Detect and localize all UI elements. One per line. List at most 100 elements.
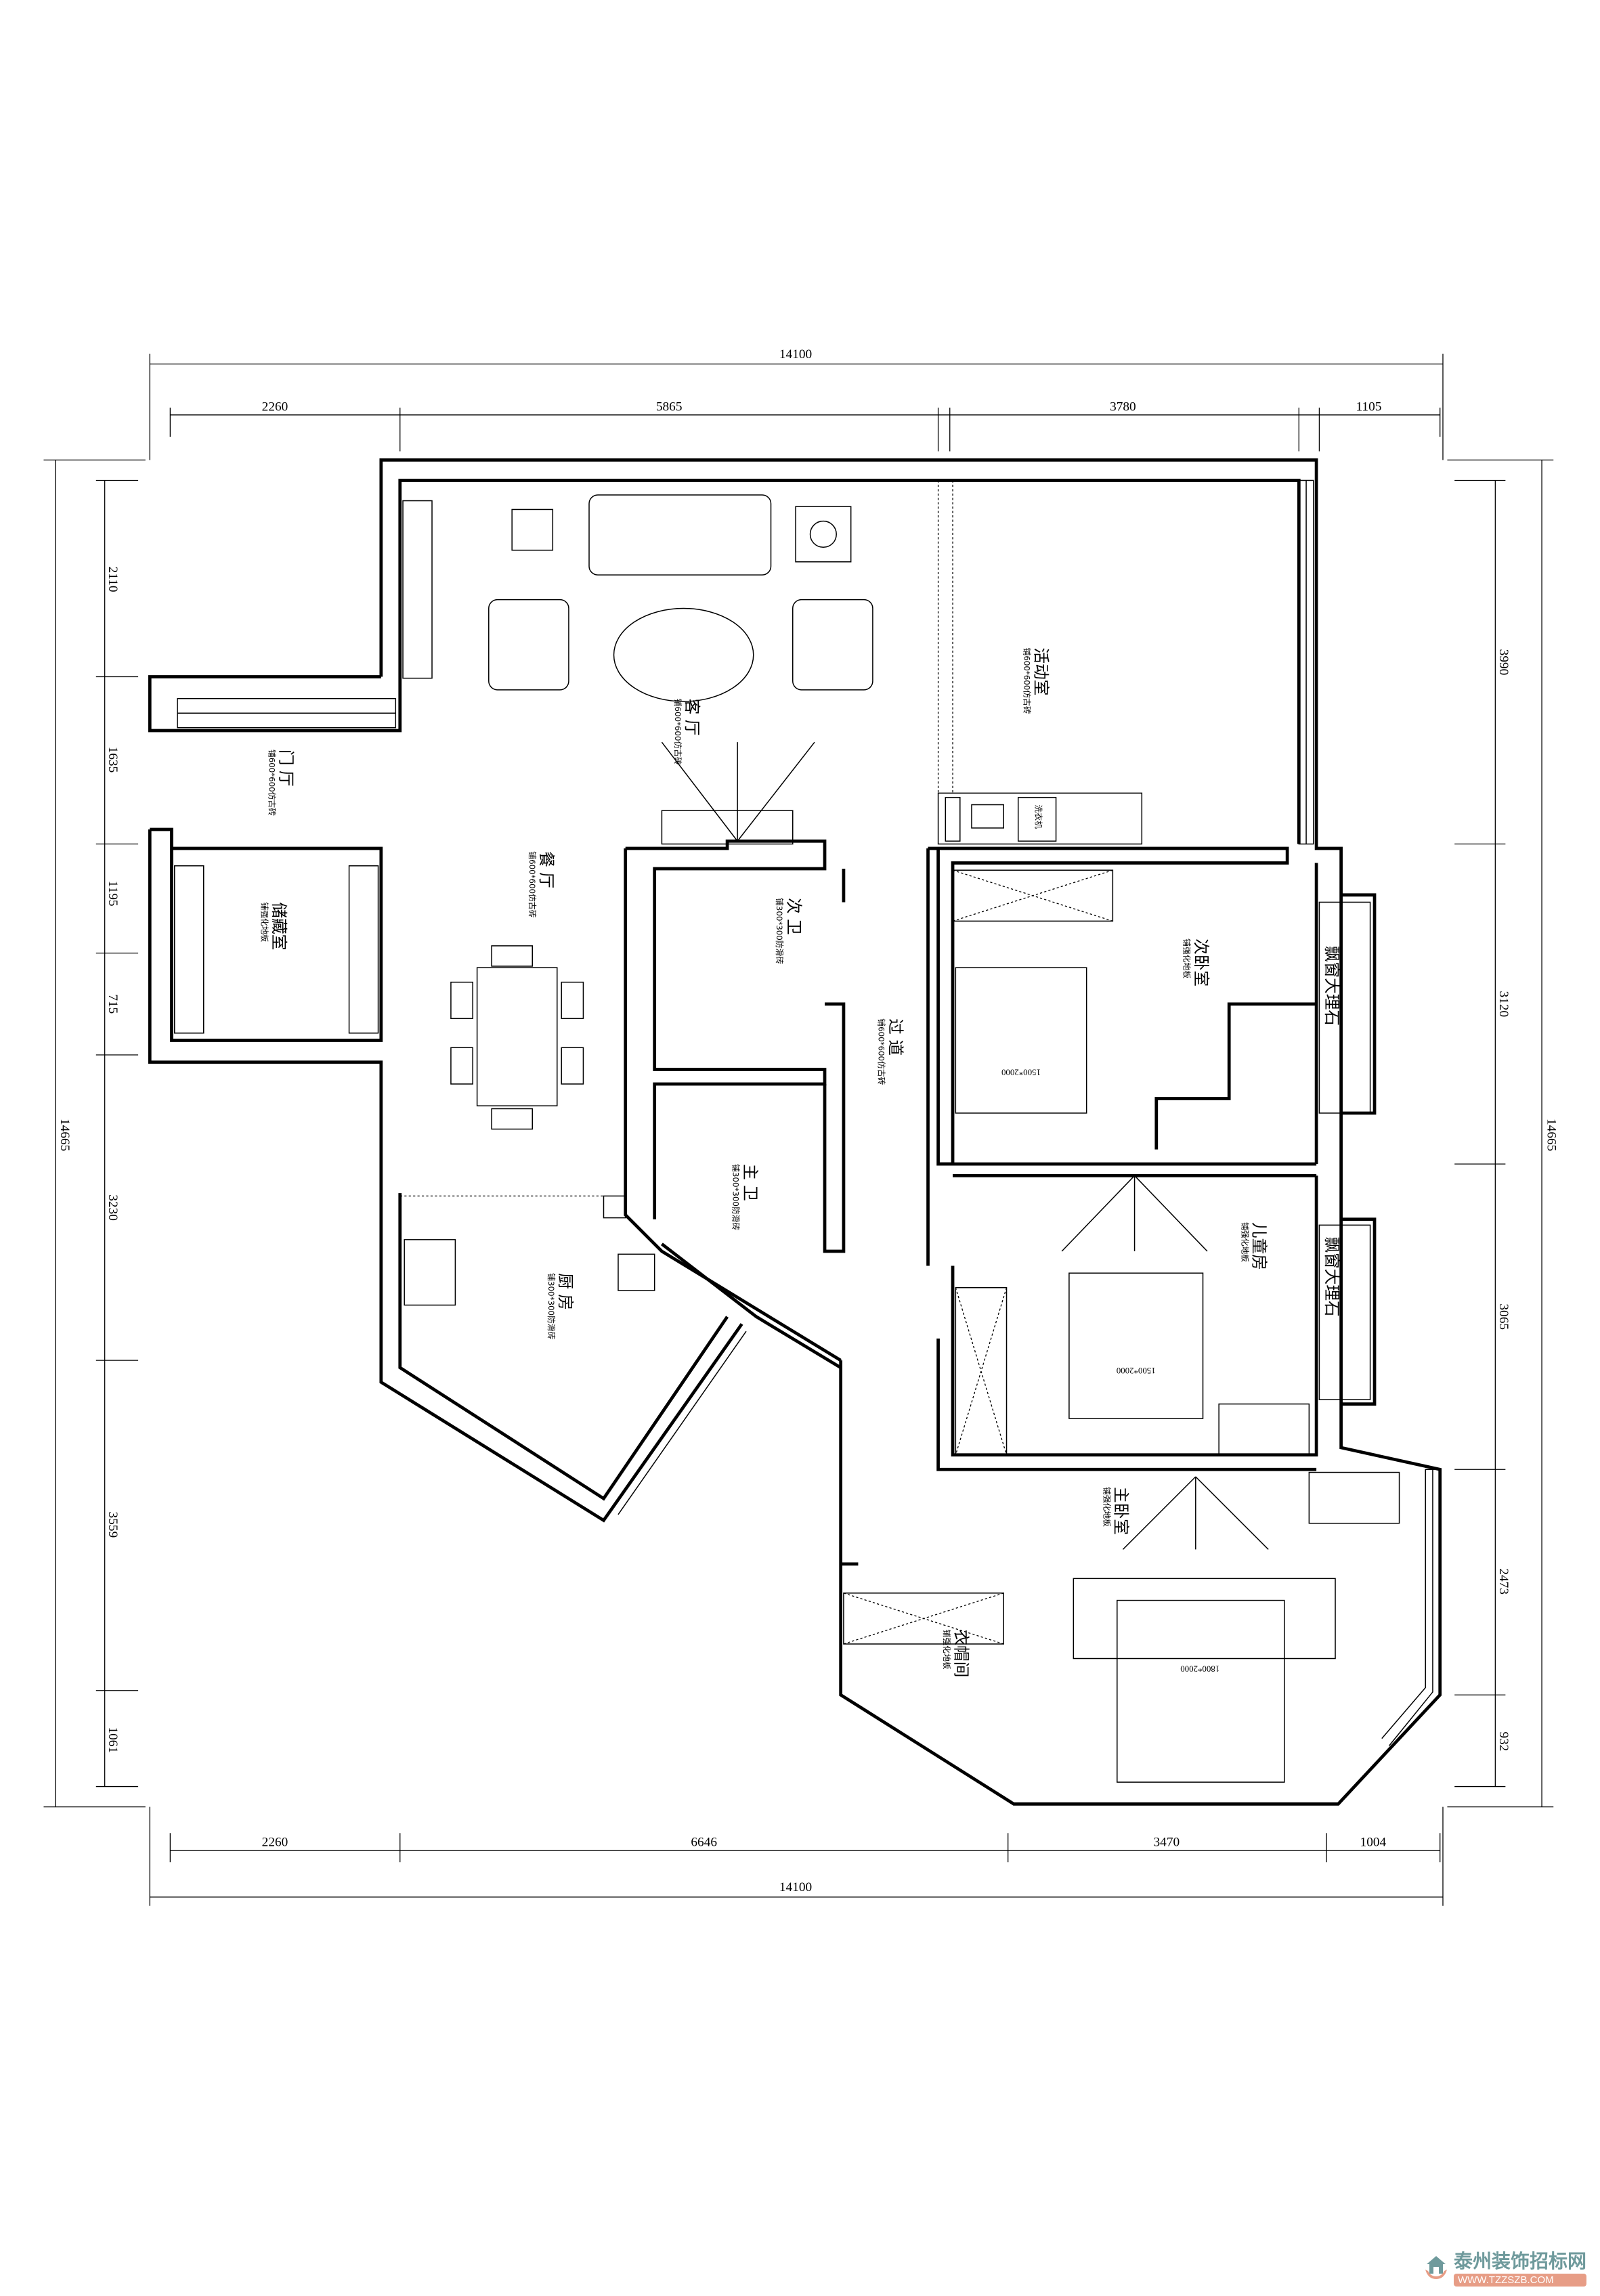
dim-bottom-1: 2260 [262,1836,288,1850]
room-floor: 铺强化地板 [1102,1487,1111,1527]
room-name: 过 道 [886,1018,905,1056]
dim-bottom-3: 3470 [1154,1836,1180,1850]
room-name: 衣帽间 [951,1630,970,1678]
bay-window-2: 飘窗大理石 [1318,1217,1377,1406]
storage-shelf [174,865,204,1034]
room-floor: 铺300*300防滑砖 [775,898,784,964]
room-activity: 活动室 铺600*600仿古砖 [1022,648,1050,714]
dim-left-3: 1195 [106,881,120,907]
room-name: 主 卫 [741,1164,760,1201]
room-name: 储藏室 [269,902,288,950]
dimension-top: 14100 2260 5865 3780 1105 [149,347,1444,460]
room-master-bedroom: 主卧室 铺强化地板 [1102,1487,1130,1535]
dimension-bottom: 2260 6646 3470 1004 14100 [149,1806,1444,1906]
room-floor: 铺强化地板 [942,1630,951,1670]
dim-left-5: 3230 [106,1194,120,1221]
bay-window-1-label: 飘窗大理石 [1322,946,1341,1026]
house-hands-icon [1425,2255,1447,2279]
dim-top-3: 3780 [1110,399,1136,414]
room-floor: 铺600*600仿古砖 [527,851,537,917]
dim-left-2: 1635 [106,747,120,773]
wardrobe [843,1593,1004,1645]
watermark: 泰州装饰招标网 WWW.TZZSZB.COM [1423,2247,1586,2287]
interior-walls: 洗衣机 [399,480,1318,1471]
room-floor: 铺600*600仿古砖 [267,750,276,816]
dim-left-6: 3559 [106,1512,120,1538]
sofa [588,494,772,576]
bed-kids [1068,1272,1204,1419]
room-kids: 儿童房 铺强化地板 [1240,1222,1269,1270]
dim-bottom-overall: 14100 [779,1880,812,1894]
room-name: 客 厅 [683,699,701,736]
dim-right-3: 3065 [1496,1303,1511,1330]
room-second-bath: 次 卫 铺300*300防滑砖 [775,898,803,964]
wardrobe [955,1286,1008,1456]
dim-top-4: 1105 [1356,399,1381,414]
room-corridor: 过 道 铺600*600仿古砖 [877,1018,905,1085]
room-name: 次卧室 [1192,938,1211,987]
room-floor: 铺600*600仿古砖 [1022,648,1031,714]
room-floor: 铺强化地板 [260,902,269,942]
room-storage: 储藏室 铺强化地板 [260,902,288,950]
room-name: 餐 厅 [537,851,556,888]
room-floor: 铺300*300防滑砖 [546,1273,556,1339]
dim-left-7: 1061 [106,1727,120,1753]
room-floor: 铺300*300防滑砖 [731,1164,741,1230]
bay-window-2-label: 飘窗大理石 [1322,1237,1341,1317]
room-name: 儿童房 [1250,1222,1269,1270]
room-labels: 客 厅 铺600*600仿古砖 活动室 铺600*600仿古砖 门 厅 铺600… [260,648,1269,1678]
room-cloakroom: 衣帽间 铺强化地板 [942,1630,970,1678]
armchair [488,599,569,691]
room-living: 客 厅 铺600*600仿古砖 [673,699,701,765]
room-foyer: 门 厅 铺600*600仿古砖 [267,750,295,816]
dim-top-2: 5865 [656,399,683,414]
bed-second [955,967,1087,1114]
exterior-walls [148,458,1442,1806]
dimension-left: 14665 2110 1635 1195 715 3230 3559 1061 [43,459,146,1808]
bay-window-1: 飘窗大理石 [1318,893,1377,1115]
dimension-right: 14665 3990 3120 3065 2473 932 [1447,459,1559,1808]
dim-right-1: 3990 [1496,649,1511,676]
coffee-table [613,607,754,702]
room-name: 主卧室 [1112,1487,1131,1535]
furniture: 1500*2000 1500*2000 1800*2000 [174,494,1400,1783]
room-master-bath: 主 卫 铺300*300防滑砖 [731,1164,760,1230]
desk [1218,1403,1310,1456]
storage-shelf [348,865,379,1034]
bed-kids-label: 1500*2000 [1117,1366,1156,1375]
dim-left-4: 715 [106,994,120,1014]
dim-right-5: 932 [1496,1731,1511,1751]
bed-master [1117,1599,1285,1783]
dim-left-1: 2110 [106,567,120,592]
bed-master-rug [1073,1578,1336,1660]
room-name: 次 卫 [784,898,803,935]
side-table [795,506,852,563]
room-floor: 铺600*600仿古砖 [673,699,683,765]
room-kitchen: 厨 房 铺300*300防滑砖 [546,1273,575,1339]
dresser [1308,1471,1400,1524]
washing-machine-label: 洗衣机 [1034,805,1043,829]
dim-bottom-4: 1004 [1360,1836,1387,1850]
wardrobe [952,869,1114,922]
dim-right-overall: 14665 [1544,1119,1559,1151]
telephone [511,508,554,551]
dim-top-1: 2260 [262,399,288,414]
armchair [792,599,873,691]
bed-second-label: 1500*2000 [1001,1067,1041,1077]
fridge [404,1239,456,1306]
bed-master-label: 1800*2000 [1180,1664,1219,1673]
room-floor: 铺强化地板 [1182,938,1192,978]
watermark-url: WWW.TZZSZB.COM [1453,2274,1586,2287]
room-name: 活动室 [1032,648,1051,696]
room-dining: 餐 厅 铺600*600仿古砖 [527,851,556,917]
dim-bottom-2: 6646 [691,1836,717,1850]
room-floor: 铺强化地板 [1240,1222,1250,1262]
dining-table [476,967,558,1106]
dim-top-overall: 14100 [779,347,812,362]
tv-cabinet [661,810,794,845]
room-name: 门 厅 [277,750,296,787]
dim-right-2: 3120 [1496,991,1511,1018]
room-name: 厨 房 [556,1273,575,1310]
room-second-bedroom: 次卧室 铺强化地板 [1182,938,1211,987]
